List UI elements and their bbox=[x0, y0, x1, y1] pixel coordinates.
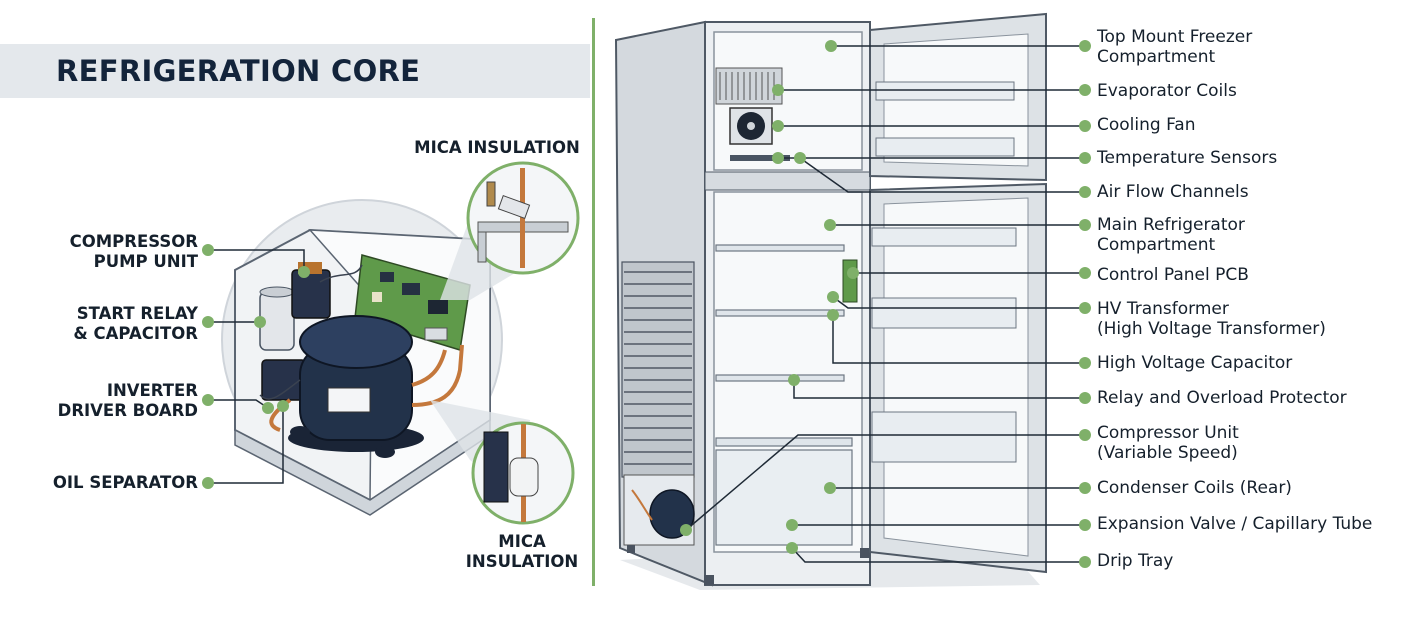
label-relay-overload-protector: Relay and Overload Protector bbox=[1097, 388, 1347, 408]
wiring bbox=[259, 264, 363, 400]
start-capacitor bbox=[259, 286, 295, 351]
label-oil-separator: OIL SEPARATOR bbox=[52, 473, 198, 492]
section-divider bbox=[592, 18, 595, 586]
crisper-drawer bbox=[715, 449, 853, 546]
label-start-relay-capacitor: START RELAY & CAPACITOR bbox=[73, 304, 198, 343]
fridge-shelves bbox=[715, 244, 853, 447]
right-leader-dots bbox=[680, 40, 1091, 568]
temperature-sensor-strip bbox=[730, 155, 790, 161]
label-air-flow-channels: Air Flow Channels bbox=[1097, 182, 1249, 202]
label-condenser-coils: Condenser Coils (Rear) bbox=[1097, 478, 1292, 498]
mica-insulation-top-zoom bbox=[440, 161, 580, 300]
right-leader-lines bbox=[685, 45, 1085, 563]
label-compressor-unit: Compressor Unit (Variable Speed) bbox=[1097, 423, 1239, 463]
label-drip-tray: Drip Tray bbox=[1097, 551, 1174, 571]
start-relay bbox=[291, 262, 331, 319]
title-band bbox=[0, 44, 590, 98]
fridge-feet bbox=[627, 545, 870, 585]
condenser-coils-rear bbox=[621, 261, 695, 478]
compressor-body bbox=[288, 315, 424, 458]
label-control-panel-pcb: Control Panel PCB bbox=[1097, 265, 1249, 285]
label-high-voltage-capacitor: High Voltage Capacitor bbox=[1097, 353, 1293, 373]
label-top-mount-freezer: Top Mount Freezer Compartment bbox=[1097, 27, 1253, 67]
main-fridge-door bbox=[869, 182, 1047, 574]
cooling-fan bbox=[729, 107, 773, 145]
label-compressor-pump-unit: COMPRESSOR PUMP UNIT bbox=[69, 232, 198, 271]
freezer-door bbox=[869, 12, 1047, 182]
label-temperature-sensors: Temperature Sensors bbox=[1097, 148, 1278, 168]
label-hv-transformer: HV Transformer (High Voltage Transformer… bbox=[1097, 299, 1326, 339]
label-cooling-fan: Cooling Fan bbox=[1097, 115, 1196, 135]
mica-insulation-bottom-zoom bbox=[430, 400, 575, 525]
label-inverter-driver-board: INVERTER DRIVER BOARD bbox=[57, 381, 198, 420]
label-main-refrigerator: Main Refrigerator Compartment bbox=[1097, 215, 1245, 255]
label-expansion-valve: Expansion Valve / Capillary Tube bbox=[1097, 514, 1373, 534]
page-title: REFRIGERATION CORE bbox=[56, 54, 421, 88]
control-panel-pcb bbox=[842, 259, 858, 303]
label-mica-insulation-bottom: MICA INSULATION bbox=[465, 532, 579, 571]
evaporator-coil-block bbox=[715, 67, 783, 105]
label-mica-insulation-top: MICA INSULATION bbox=[414, 138, 580, 157]
label-evaporator-coils: Evaporator Coils bbox=[1097, 81, 1237, 101]
left-leader-dots bbox=[202, 244, 310, 489]
